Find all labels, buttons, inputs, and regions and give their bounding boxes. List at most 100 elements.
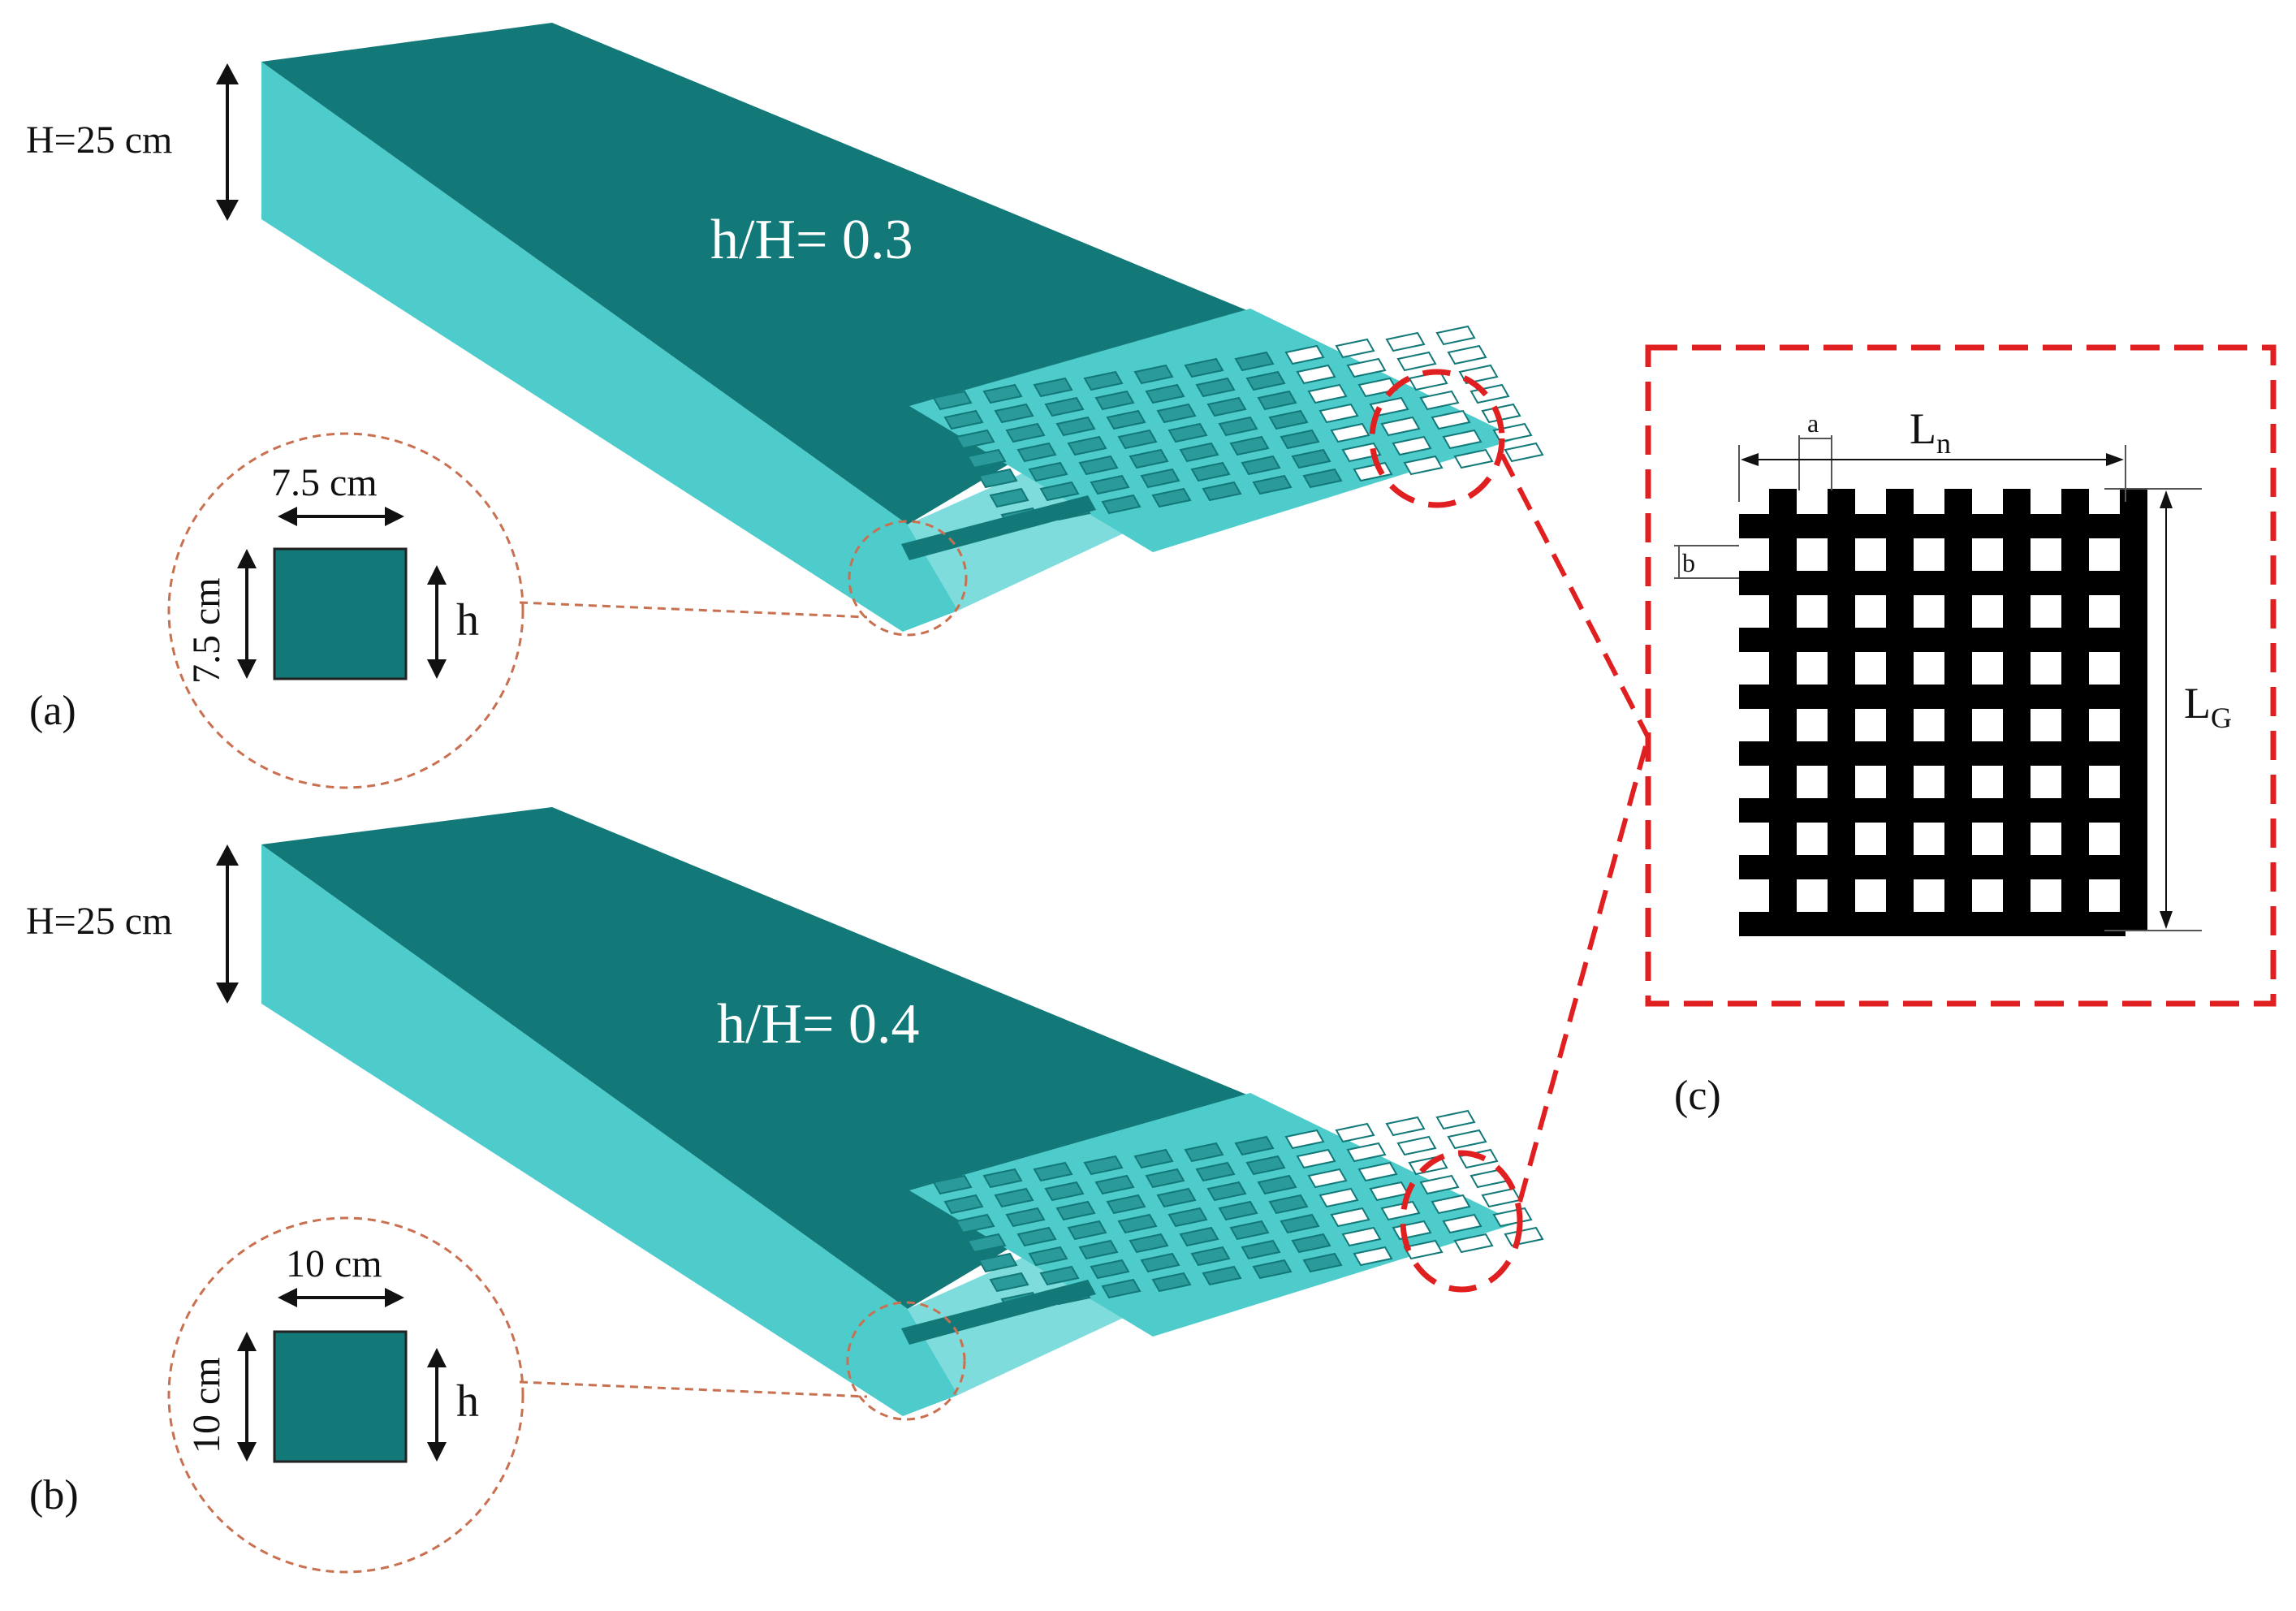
ratio-label-b: h/H= 0.4 <box>717 993 919 1056</box>
inset-height-label-a: 7.5 cm <box>185 577 228 684</box>
mesh-opening <box>1133 1148 1174 1169</box>
dim-lg-label: LG <box>2184 679 2232 734</box>
mesh-opening <box>1318 403 1359 424</box>
mesh-opening <box>1078 1239 1119 1260</box>
panel-a: H=25 cm h/H= 0.3 7.5 cm 7.5 cm h <box>26 23 1544 789</box>
mesh-opening <box>1179 1226 1219 1247</box>
mesh-opening <box>1106 1194 1146 1215</box>
mesh-opening <box>982 1168 1023 1189</box>
inset-width-label-a: 7.5 cm <box>271 461 378 504</box>
inset-h-label-b: h <box>456 1376 479 1427</box>
mesh-opening <box>1385 331 1426 352</box>
mesh-opening <box>1195 377 1236 398</box>
mesh-opening <box>1190 461 1231 482</box>
mesh-opening <box>1357 1161 1398 1182</box>
mesh-opening <box>1403 1239 1444 1260</box>
mesh-opening <box>1156 1187 1197 1208</box>
height-dimension-a: H=25 cm <box>26 63 239 221</box>
channel-b <box>261 807 1544 1416</box>
panel-label-a: (a) <box>29 688 76 734</box>
mesh-opening <box>1117 1213 1158 1234</box>
dimension-b: b <box>1674 545 1739 579</box>
mesh-opening <box>1341 442 1382 463</box>
mesh-opening <box>1033 377 1073 398</box>
mesh-opening <box>1284 344 1325 365</box>
ratio-label-a: h/H= 0.3 <box>710 209 913 271</box>
mesh-opening <box>1190 1246 1231 1267</box>
mesh-opening <box>1055 1200 1096 1221</box>
screen-callout-circle-a <box>1369 369 1505 508</box>
mesh-opening <box>978 1252 1018 1273</box>
mesh-opening <box>1067 435 1107 456</box>
inset-b: 10 cm 10 cm h <box>167 1216 524 1574</box>
grid-horizontal-bar <box>1739 798 2126 823</box>
dim-a-label: a <box>1807 408 1819 438</box>
dimension-lg: LG <box>2104 488 2232 931</box>
mesh-opening <box>1346 1142 1387 1163</box>
mesh-opening <box>1083 1155 1124 1176</box>
mesh-opening <box>1234 351 1275 372</box>
mesh-opening <box>994 403 1034 424</box>
mesh-opening <box>1090 1259 1130 1280</box>
grid-horizontal-bar <box>1739 571 2126 595</box>
screen-grid-detail <box>1739 489 2147 936</box>
connector-upper <box>1500 453 1651 739</box>
mesh-opening <box>1245 370 1286 391</box>
mesh-opening <box>932 390 973 411</box>
mesh-opening <box>1202 481 1242 502</box>
mesh-opening <box>1033 1161 1073 1182</box>
mesh-opening <box>1335 1122 1375 1143</box>
mesh-opening <box>1431 409 1471 430</box>
mesh-opening <box>1241 1239 1281 1260</box>
mesh-opening <box>1481 403 1521 424</box>
mesh-opening <box>1151 1272 1192 1293</box>
dim-b-label: b <box>1682 548 1695 577</box>
mesh-opening <box>1419 1174 1460 1195</box>
mesh-opening <box>1268 409 1309 430</box>
mesh-opening <box>1291 1233 1331 1254</box>
mesh-opening <box>932 1174 973 1195</box>
mesh-opening <box>1302 1252 1343 1273</box>
mesh-opening <box>1335 338 1375 359</box>
screen-callout-circle-b <box>1400 1150 1523 1293</box>
mesh-opening <box>1005 1207 1046 1228</box>
panel-label-c: (c) <box>1674 1073 1721 1119</box>
mesh-opening <box>1202 1265 1242 1286</box>
mesh-opening <box>1140 1252 1180 1273</box>
grid-horizontal-bar <box>1739 855 2126 879</box>
grid-horizontal-bar <box>1739 741 2126 766</box>
mesh-opening <box>989 487 1029 508</box>
mesh-opening <box>1504 442 1544 463</box>
mesh-opening <box>1145 383 1185 404</box>
mesh-opening <box>1145 1168 1185 1189</box>
mesh-opening <box>1268 1194 1309 1215</box>
mesh-opening <box>1039 481 1080 502</box>
mesh-opening <box>1234 1135 1275 1156</box>
mesh-opening <box>1184 1142 1224 1163</box>
mesh-opening <box>1094 1174 1135 1195</box>
mesh-opening <box>994 1187 1034 1208</box>
mesh-opening <box>989 1272 1029 1293</box>
height-dimension-b: H=25 cm <box>26 844 239 1004</box>
mesh-opening <box>1005 422 1046 443</box>
mesh-opening <box>1419 390 1460 411</box>
mesh-opening <box>1296 1148 1336 1169</box>
mesh-opening <box>1435 1109 1476 1130</box>
mesh-opening <box>1140 468 1180 489</box>
mesh-opening <box>1431 1194 1471 1215</box>
mesh-opening <box>1302 468 1343 489</box>
mesh-opening <box>1346 357 1387 378</box>
mesh-opening <box>955 1213 995 1234</box>
mesh-opening <box>1353 1246 1393 1267</box>
mesh-opening <box>1028 1246 1068 1267</box>
mesh-opening <box>1167 1207 1208 1228</box>
grid-horizontal-bar <box>1739 628 2126 652</box>
mesh-opening <box>1167 422 1208 443</box>
mesh-opening <box>1055 416 1096 437</box>
mesh-opening <box>1090 474 1130 495</box>
mesh-opening <box>1453 1233 1494 1254</box>
grid-horizontal-bar <box>1739 912 2126 936</box>
mesh-opening <box>1129 448 1169 469</box>
mesh-opening <box>1241 455 1281 476</box>
